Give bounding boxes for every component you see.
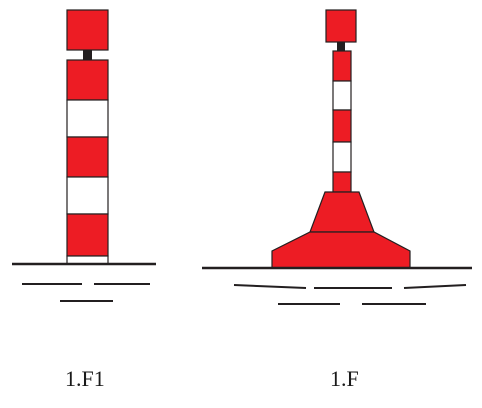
beacon-1f1-band-red-3 xyxy=(66,213,109,257)
beacon-1f1-band-white-1 xyxy=(66,99,109,138)
beacon-1f xyxy=(202,9,472,305)
beacon-1f1 xyxy=(12,9,156,302)
beacon-1f1-topmark xyxy=(66,9,109,51)
beacon-1f-base-upper xyxy=(309,191,375,233)
beacon-1f-water-ripple-3 xyxy=(403,284,467,289)
beacon-1f1-band-red-2 xyxy=(66,136,109,178)
beacon-1f-base-lower xyxy=(271,231,411,269)
beacon-1f1-connector xyxy=(83,50,92,60)
beacon-1f1-band-red-1 xyxy=(66,59,109,101)
beacon-1f-band-red-3 xyxy=(332,171,352,193)
beacon-1f-band-white-2 xyxy=(332,141,352,173)
beacon-1f1-band-white-2 xyxy=(66,176,109,215)
beacon-1f-water-ripple-1 xyxy=(233,284,307,289)
beacon-1f-topmark xyxy=(325,9,357,43)
label-1f: 1.F xyxy=(330,366,359,391)
beacon-1f-band-red-1 xyxy=(332,50,352,82)
label-1f1: 1.F1 xyxy=(65,366,105,391)
beacon-1f-connector xyxy=(337,42,345,51)
beacon-1f-band-red-2 xyxy=(332,109,352,143)
beacon-1f-band-white-1 xyxy=(332,80,352,111)
